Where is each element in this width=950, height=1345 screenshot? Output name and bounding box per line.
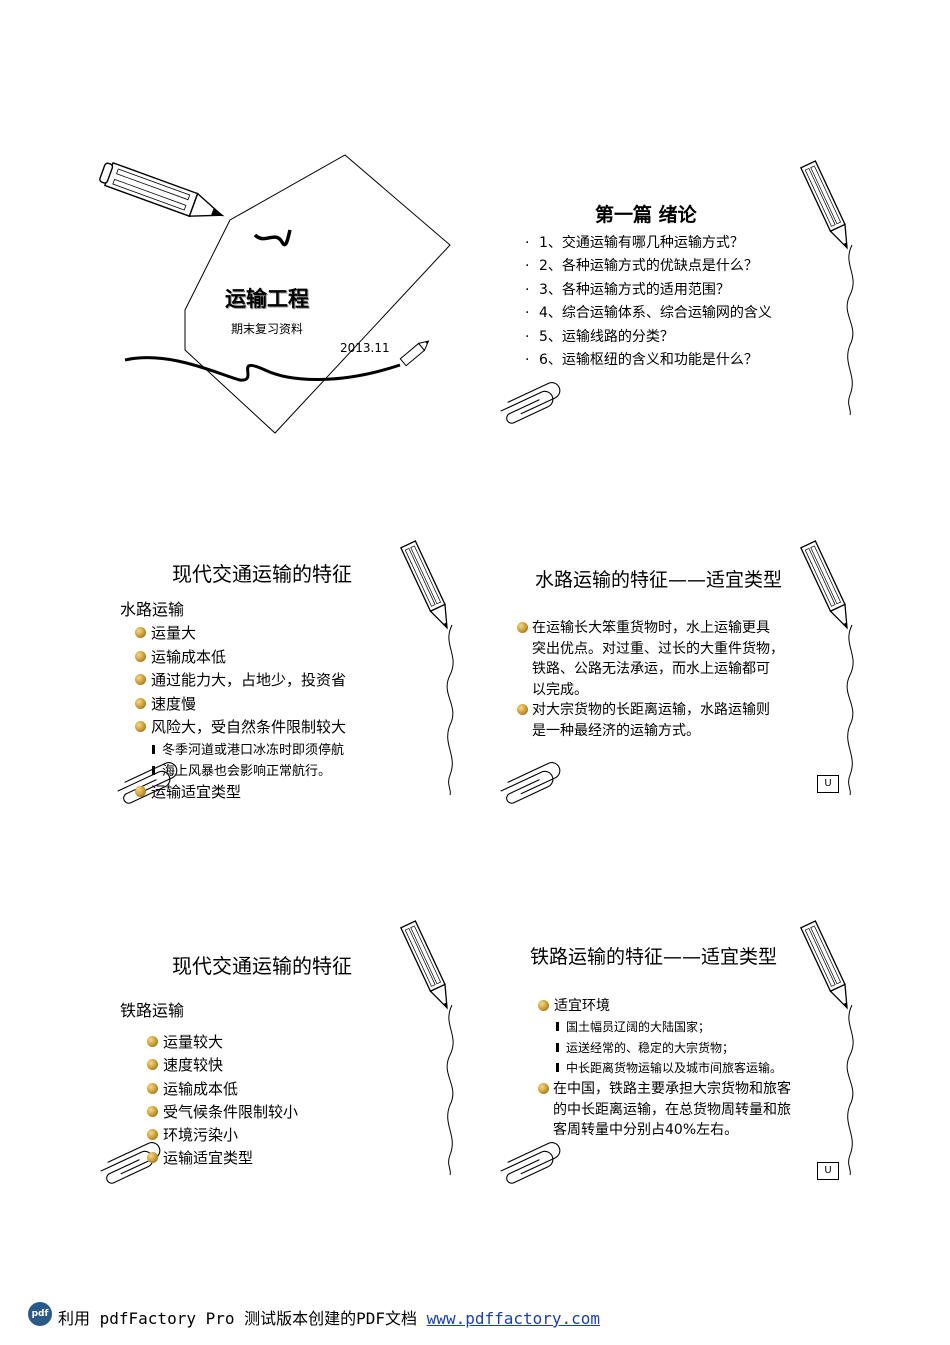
section-heading: 水路运输 xyxy=(120,600,185,619)
pencil-icon xyxy=(99,161,225,218)
paperclip-icon xyxy=(500,762,561,804)
bullet-icon xyxy=(517,621,528,633)
wavy-line xyxy=(446,624,454,796)
list-item: 运输成本低 xyxy=(147,1078,298,1101)
sub-item: 中长距离货物运输以及城市间旅客运输。 xyxy=(552,1058,782,1079)
slide-title: 运输工程 xyxy=(225,287,309,311)
bullet-icon xyxy=(147,1105,158,1117)
bullet-icon xyxy=(135,674,146,686)
feature-list: 适宜环境 xyxy=(538,996,610,1016)
footer-link[interactable]: www.pdffactory.com xyxy=(426,1309,601,1328)
slide-4: 水路运输的特征——适宜类型 在运输长大笨重货物时，水上运输更具 突出优点。对过重… xyxy=(490,530,870,840)
wavy-line xyxy=(846,244,854,416)
list-item: 环境污染小 xyxy=(147,1124,298,1147)
bullet-icon xyxy=(147,1082,158,1094)
bullet-icon xyxy=(135,786,146,797)
bullet-icon xyxy=(538,999,549,1011)
paragraph-2: 在中国，铁路主要承担大宗货物和旅客 的中长距离运输，在总货物周转量和旅 客周转量… xyxy=(538,1079,791,1141)
list-item: 运输适宜类型 xyxy=(135,781,241,805)
paragraph-1: 在运输长大笨重货物时，水上运输更具 突出优点。对过重、过长的大重件货物， 铁路、… xyxy=(517,618,784,700)
sub-item: 海上风暴也会影响正常航行。 xyxy=(148,761,344,782)
list-item: ·2、各种运输方式的优缺点是什么？ xyxy=(525,258,758,275)
sub-list: 冬季河道或港口冰冻时即须停航 海上风暴也会影响正常航行。 xyxy=(148,740,344,782)
slide-title: 现代交通运输的特征 xyxy=(172,562,352,586)
pencil-icon xyxy=(400,540,448,630)
bullet-icon xyxy=(152,766,155,775)
paperclip-icon xyxy=(500,1142,561,1184)
slide-date: 2013.11 xyxy=(340,341,390,355)
wavy-line xyxy=(846,624,854,796)
section-heading: 铁路运输 xyxy=(120,1001,185,1020)
bullet-icon xyxy=(135,721,146,733)
bullet-icon xyxy=(152,745,155,754)
slide-5: 现代交通运输的特征 铁路运输 运量较大 速度较快 运输成本低 受气候条件限制较小… xyxy=(90,910,470,1220)
list-item: ·5、运输线路的分类？ xyxy=(525,328,674,345)
slide-title: 水路运输的特征——适宜类型 xyxy=(535,569,783,591)
bullet-icon xyxy=(147,1036,158,1047)
list-item: 运输成本低 xyxy=(135,646,346,670)
list-item: 通过能力大，占地少，投资省 xyxy=(135,669,346,693)
list-item: 运量较大 xyxy=(147,1031,298,1054)
nav-button[interactable]: U xyxy=(817,1162,839,1180)
list-item: 速度慢 xyxy=(135,693,346,717)
pencil-icon xyxy=(800,920,848,1010)
sub-item: 国土幅员辽阔的大陆国家； xyxy=(552,1017,782,1038)
list-item: ·6、运输枢纽的含义和功能是什么？ xyxy=(525,352,758,369)
pdf-footer: pdf 利用 pdfFactory Pro 测试版本创建的PDF文档 www.p… xyxy=(28,1302,728,1336)
bullet-icon xyxy=(135,627,146,638)
wavy-line xyxy=(446,1004,454,1176)
list-item: ·3、各种运输方式的适用范围？ xyxy=(525,281,730,298)
title-card-decoration xyxy=(124,154,451,434)
bullet-icon xyxy=(556,1063,559,1072)
list-item: ·1、交通运输有哪几种运输方式？ xyxy=(525,235,744,251)
bullet-icon xyxy=(147,1152,158,1164)
list-item: 运输适宜类型 xyxy=(147,1147,298,1170)
feature-list: 运量较大 速度较快 运输成本低 受气候条件限制较小 环境污染小 运输适宜类型 xyxy=(147,1031,298,1171)
small-pencil-icon xyxy=(399,340,430,367)
nav-button[interactable]: U xyxy=(817,775,839,793)
sub-item: 运送经常的、稳定的大宗货物； xyxy=(552,1038,782,1059)
slide-2: 第一篇 绪论 ·1、交通运输有哪几种运输方式？ ·2、各种运输方式的优缺点是什么… xyxy=(490,150,870,460)
pdf-logo-icon: pdf xyxy=(28,1302,52,1326)
question-list: ·1、交通运输有哪几种运输方式？ ·2、各种运输方式的优缺点是什么？ ·3、各种… xyxy=(525,232,772,372)
list-item: ·4、综合运输体系、综合运输网的含义 xyxy=(525,305,772,322)
slide-3: 现代交通运输的特征 水路运输 运量大 运输成本低 通过能力大，占地少，投资省 速… xyxy=(90,530,470,840)
paragraph-2: 对大宗货物的长距离运输，水路运输则 是一种最经济的运输方式。 xyxy=(517,700,770,741)
slide-title: 铁路运输的特征——适宜类型 xyxy=(530,946,778,968)
list-item: 速度较快 xyxy=(147,1054,298,1077)
bullet-icon xyxy=(135,697,146,709)
bullet-icon xyxy=(147,1059,158,1071)
list-item: 风险大，受自然条件限制较大 xyxy=(135,716,346,740)
slide-title: 第一篇 绪论 xyxy=(595,204,697,226)
slide-title: 现代交通运输的特征 xyxy=(172,954,352,978)
pencil-icon xyxy=(800,540,848,630)
feature-list: 运量大 运输成本低 通过能力大，占地少，投资省 速度慢 风险大，受自然条件限制较… xyxy=(135,622,346,740)
pencil-icon xyxy=(400,920,448,1010)
paperclip-icon xyxy=(117,762,178,804)
feature-list-last: 运输适宜类型 xyxy=(135,781,241,805)
list-item: 运量大 xyxy=(135,622,346,646)
bullet-icon xyxy=(556,1022,559,1031)
bullet-icon xyxy=(517,703,528,715)
sub-list: 国土幅员辽阔的大陆国家； 运送经常的、稳定的大宗货物； 中长距离货物运输以及城市… xyxy=(552,1017,782,1079)
slide-1: 运输工程 期末复习资料 2013.11 xyxy=(90,150,470,460)
bullet-icon xyxy=(147,1129,158,1141)
list-item: 受气候条件限制较小 xyxy=(147,1101,298,1124)
sub-item: 冬季河道或港口冰冻时即须停航 xyxy=(148,740,344,761)
list-item: 适宜环境 xyxy=(538,996,610,1016)
paperclip-icon xyxy=(500,382,561,424)
slide-subtitle: 期末复习资料 xyxy=(231,322,304,336)
bullet-icon xyxy=(538,1082,549,1094)
footer-text: 利用 pdfFactory Pro 测试版本创建的PDF文档 xyxy=(58,1309,427,1328)
bullet-icon xyxy=(556,1042,559,1052)
bullet-icon xyxy=(135,650,146,662)
pencil-icon xyxy=(800,160,848,250)
wavy-line xyxy=(846,1004,854,1176)
slide-6: 铁路运输的特征——适宜类型 适宜环境 国土幅员辽阔的大陆国家； 运送经常的、稳定… xyxy=(490,910,870,1220)
